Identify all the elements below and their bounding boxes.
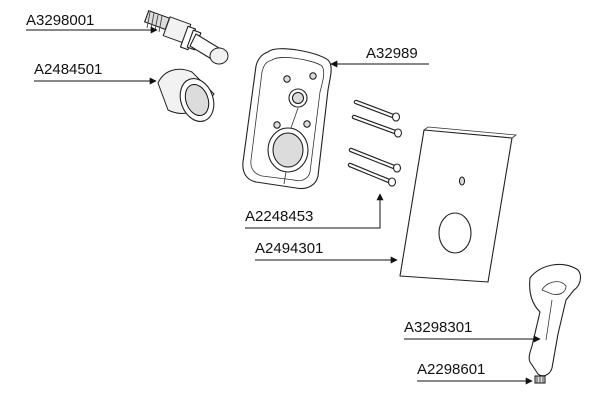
callout-grub-screw: A2298601 [417, 361, 533, 385]
cover-plate-part [399, 126, 518, 283]
screw [347, 162, 397, 187]
mounting-hole-icon [303, 120, 311, 128]
callout-lever-handle: A3298301 [404, 319, 541, 343]
callout-cover-plate: A2494301 [255, 240, 398, 264]
screws-part [347, 99, 403, 187]
mounting-hole-icon [273, 121, 281, 129]
mounting-hole-icon [309, 72, 317, 80]
label-cartridge: A3298001 [26, 12, 94, 29]
screw [351, 114, 403, 138]
screw [353, 99, 401, 122]
lever-handle-part [528, 263, 582, 377]
cartridge-end-cap [209, 47, 229, 65]
callout-screws: A2248453 [245, 193, 384, 229]
callout-sleeve: A2484501 [34, 61, 157, 85]
cover-plate-aperture [438, 212, 472, 254]
screw [348, 147, 402, 173]
mounting-plate-part [242, 48, 332, 190]
callout-cartridge: A3298001 [26, 12, 158, 34]
sleeve-part [157, 68, 215, 122]
label-grub-screw: A2298601 [417, 361, 485, 378]
callout-mounting-plate: A32989 [330, 45, 429, 68]
cartridge-part [143, 9, 229, 65]
label-screws: A2248453 [245, 208, 313, 225]
label-mounting-plate: A32989 [366, 45, 418, 62]
cover-plate-pin-hole [459, 176, 465, 186]
label-cover-plate: A2494301 [255, 240, 323, 257]
label-lever-handle: A3298301 [404, 319, 472, 336]
mounting-hole-icon [283, 75, 291, 83]
grub-screw-part [534, 375, 546, 384]
label-sleeve: A2484501 [34, 61, 102, 78]
